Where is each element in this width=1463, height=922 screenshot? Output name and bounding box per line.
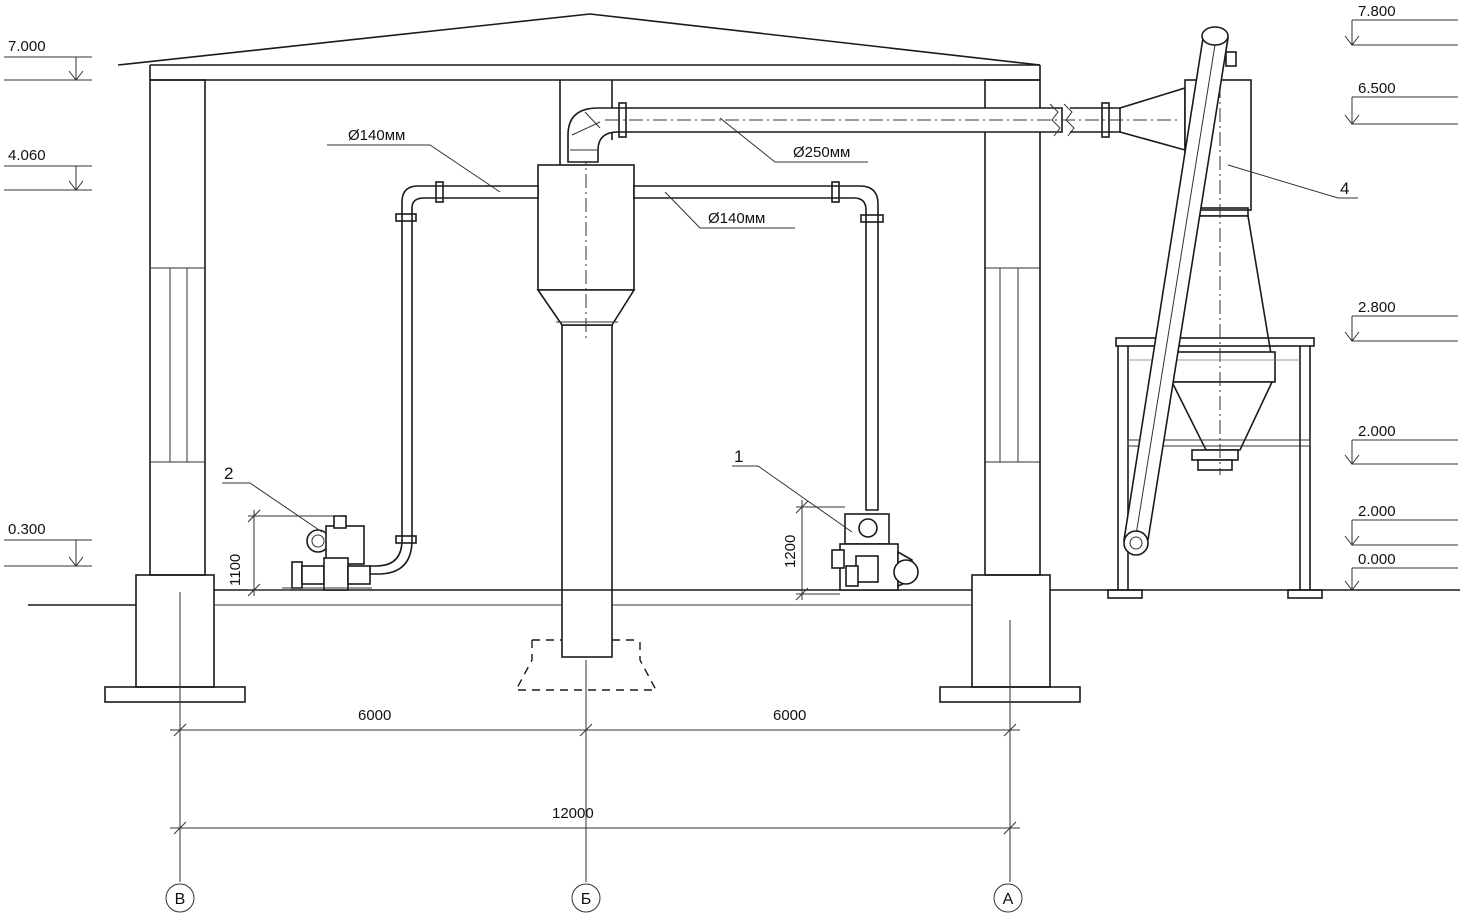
level-mark-0300: 0.300	[4, 521, 92, 567]
item-number: 2	[224, 464, 233, 483]
level-mark-2000-b: 2.000	[1344, 503, 1458, 546]
right-column	[939, 79, 1081, 703]
axis-label: Б	[581, 891, 592, 908]
level-label: 7.800	[1358, 3, 1396, 20]
level-label: 2.000	[1358, 423, 1396, 440]
axis-label: А	[1003, 891, 1014, 908]
span-label-left: 6000	[358, 707, 391, 724]
central-separator	[536, 150, 636, 340]
pipe-diameter-label: Ø140мм	[708, 210, 765, 227]
item-number: 1	[734, 447, 743, 466]
axis-label: В	[175, 891, 186, 908]
axis-marker-v: В	[165, 883, 195, 913]
building-roof	[117, 13, 1041, 81]
floor-line	[28, 589, 1460, 606]
level-label: 0.300	[8, 521, 46, 538]
callout-item-4: 4	[1227, 164, 1358, 199]
height-label: 1200	[782, 535, 799, 568]
item-number: 4	[1340, 179, 1349, 198]
callout-main-duct: Ø250мм	[719, 117, 868, 163]
level-mark-4060: 4.060	[4, 147, 92, 191]
level-label: 6.500	[1358, 80, 1396, 97]
left-column	[104, 79, 246, 703]
support-frame	[1107, 337, 1323, 599]
height-dim-item-1: 1200	[782, 500, 845, 601]
level-mark-2000-a: 2.000	[1344, 423, 1458, 465]
dimension-spans: 6000 6000	[170, 707, 1020, 737]
bucket-elevator	[1123, 26, 1237, 556]
level-label: 2.800	[1358, 299, 1396, 316]
callout-left-branch: Ø140мм	[327, 127, 501, 193]
level-mark-2800: 2.800	[1344, 299, 1458, 342]
level-mark-0000: 0.000	[1344, 551, 1458, 591]
level-mark-6500: 6.500	[1344, 80, 1458, 125]
equipment-2	[282, 515, 372, 591]
callout-item-1: 1	[732, 447, 853, 533]
level-label: 7.000	[8, 38, 46, 55]
height-label: 1100	[227, 554, 244, 586]
level-mark-7000: 7.000	[4, 38, 92, 81]
axis-lines	[179, 592, 1011, 882]
level-label: 2.000	[1358, 503, 1396, 520]
axis-marker-a: А	[993, 883, 1023, 913]
height-dim-item-2: 1100	[227, 509, 340, 597]
left-branch-pipe	[369, 181, 539, 575]
main-duct	[567, 86, 1186, 163]
pipe-diameter-label: Ø140мм	[348, 127, 405, 144]
level-label: 4.060	[8, 147, 46, 164]
span-label-right: 6000	[773, 707, 806, 724]
dimension-total: 12000	[170, 805, 1020, 835]
level-mark-7800: 7.800	[1344, 3, 1458, 46]
callout-right-branch: Ø140мм	[664, 191, 795, 229]
callout-item-2: 2	[222, 464, 323, 533]
pipe-diameter-label: Ø250мм	[793, 144, 850, 161]
equipment-1	[831, 513, 919, 591]
axis-marker-b: Б	[571, 883, 601, 913]
total-span-label: 12000	[552, 805, 594, 822]
level-label: 0.000	[1358, 551, 1396, 568]
right-branch-pipe	[633, 181, 884, 511]
